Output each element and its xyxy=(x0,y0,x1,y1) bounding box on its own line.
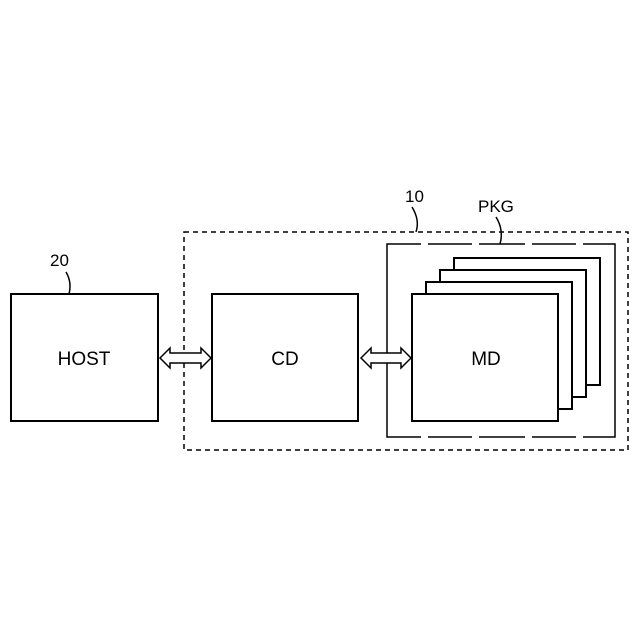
system-ref-number: 10 xyxy=(405,187,424,206)
package-ref-leader xyxy=(496,217,501,244)
memory-die-stack xyxy=(412,258,600,421)
host-ref-number: 20 xyxy=(50,251,69,270)
host-controller-arrow xyxy=(160,348,211,368)
system-ref-leader xyxy=(412,207,417,232)
host-ref-leader xyxy=(66,272,70,294)
memory-label: MD xyxy=(471,349,501,370)
package-label: PKG xyxy=(478,197,514,216)
host-label: HOST xyxy=(58,349,111,370)
controller-memory-arrow xyxy=(361,348,411,368)
controller-label: CD xyxy=(271,349,298,370)
